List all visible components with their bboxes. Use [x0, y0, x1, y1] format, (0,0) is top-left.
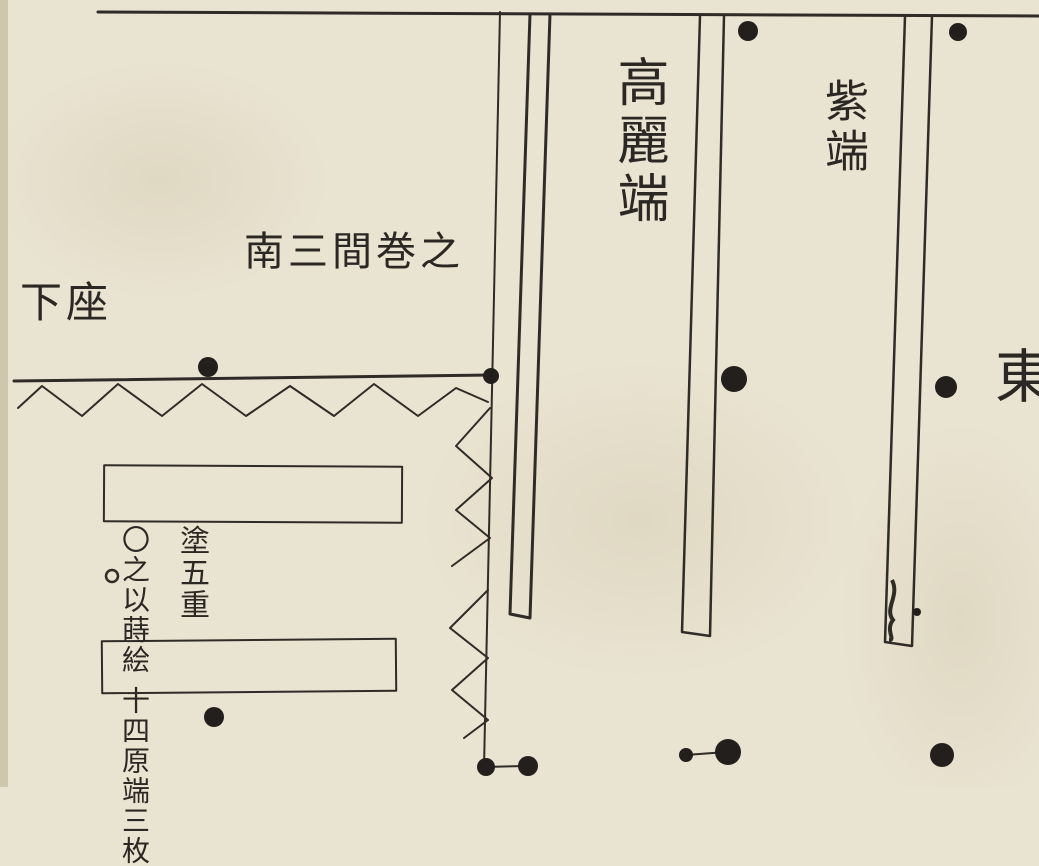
post-dot: [930, 743, 954, 767]
zigzag-horizontal: [17, 383, 489, 417]
paper-sheet: [0, 0, 1039, 787]
cushion-rect-lower: [100, 637, 398, 695]
post-dot: [518, 756, 538, 776]
takaraberi-border-strip-2: [680, 14, 726, 638]
takaraberi-border-strip-1: [508, 12, 552, 620]
post-dot: [715, 739, 741, 765]
floor-plan-drawing: [12, 10, 1039, 769]
shimoza-label: 下座: [20, 278, 113, 327]
circle-mark: [104, 568, 120, 584]
post-dot: [477, 758, 495, 776]
post-dot: [204, 707, 224, 727]
post-markers: [198, 21, 967, 776]
note-top: 南三間巻之: [244, 229, 464, 275]
inner-wall-line: [483, 11, 501, 769]
zigzag-vertical-lower: [449, 589, 489, 739]
ink-spot: [913, 608, 921, 616]
post-dot: [198, 357, 218, 377]
top-border-line: [96, 10, 1039, 18]
seal-stroke: [887, 579, 897, 642]
note-bottom-b: 〇之以蒔絵 十四原端三枚: [118, 525, 151, 866]
post-dot: [738, 21, 758, 41]
post-dot: [721, 366, 747, 392]
murasakiberi-border-strip: [883, 14, 934, 648]
shimoza-horizontal-line: [12, 373, 494, 383]
post-dot: [949, 23, 967, 41]
cushion-rect-upper: [102, 464, 404, 524]
east-label: 東: [995, 343, 1039, 411]
note-bottom-a: 塗五重: [174, 525, 209, 621]
murasakiberi-label: 紫端: [817, 78, 868, 178]
takaraberi-label: 高麗端: [608, 55, 668, 229]
post-dot: [483, 368, 499, 384]
post-dot: [679, 748, 693, 762]
zigzag-vertical-upper: [451, 407, 493, 567]
post-dot: [935, 376, 957, 398]
